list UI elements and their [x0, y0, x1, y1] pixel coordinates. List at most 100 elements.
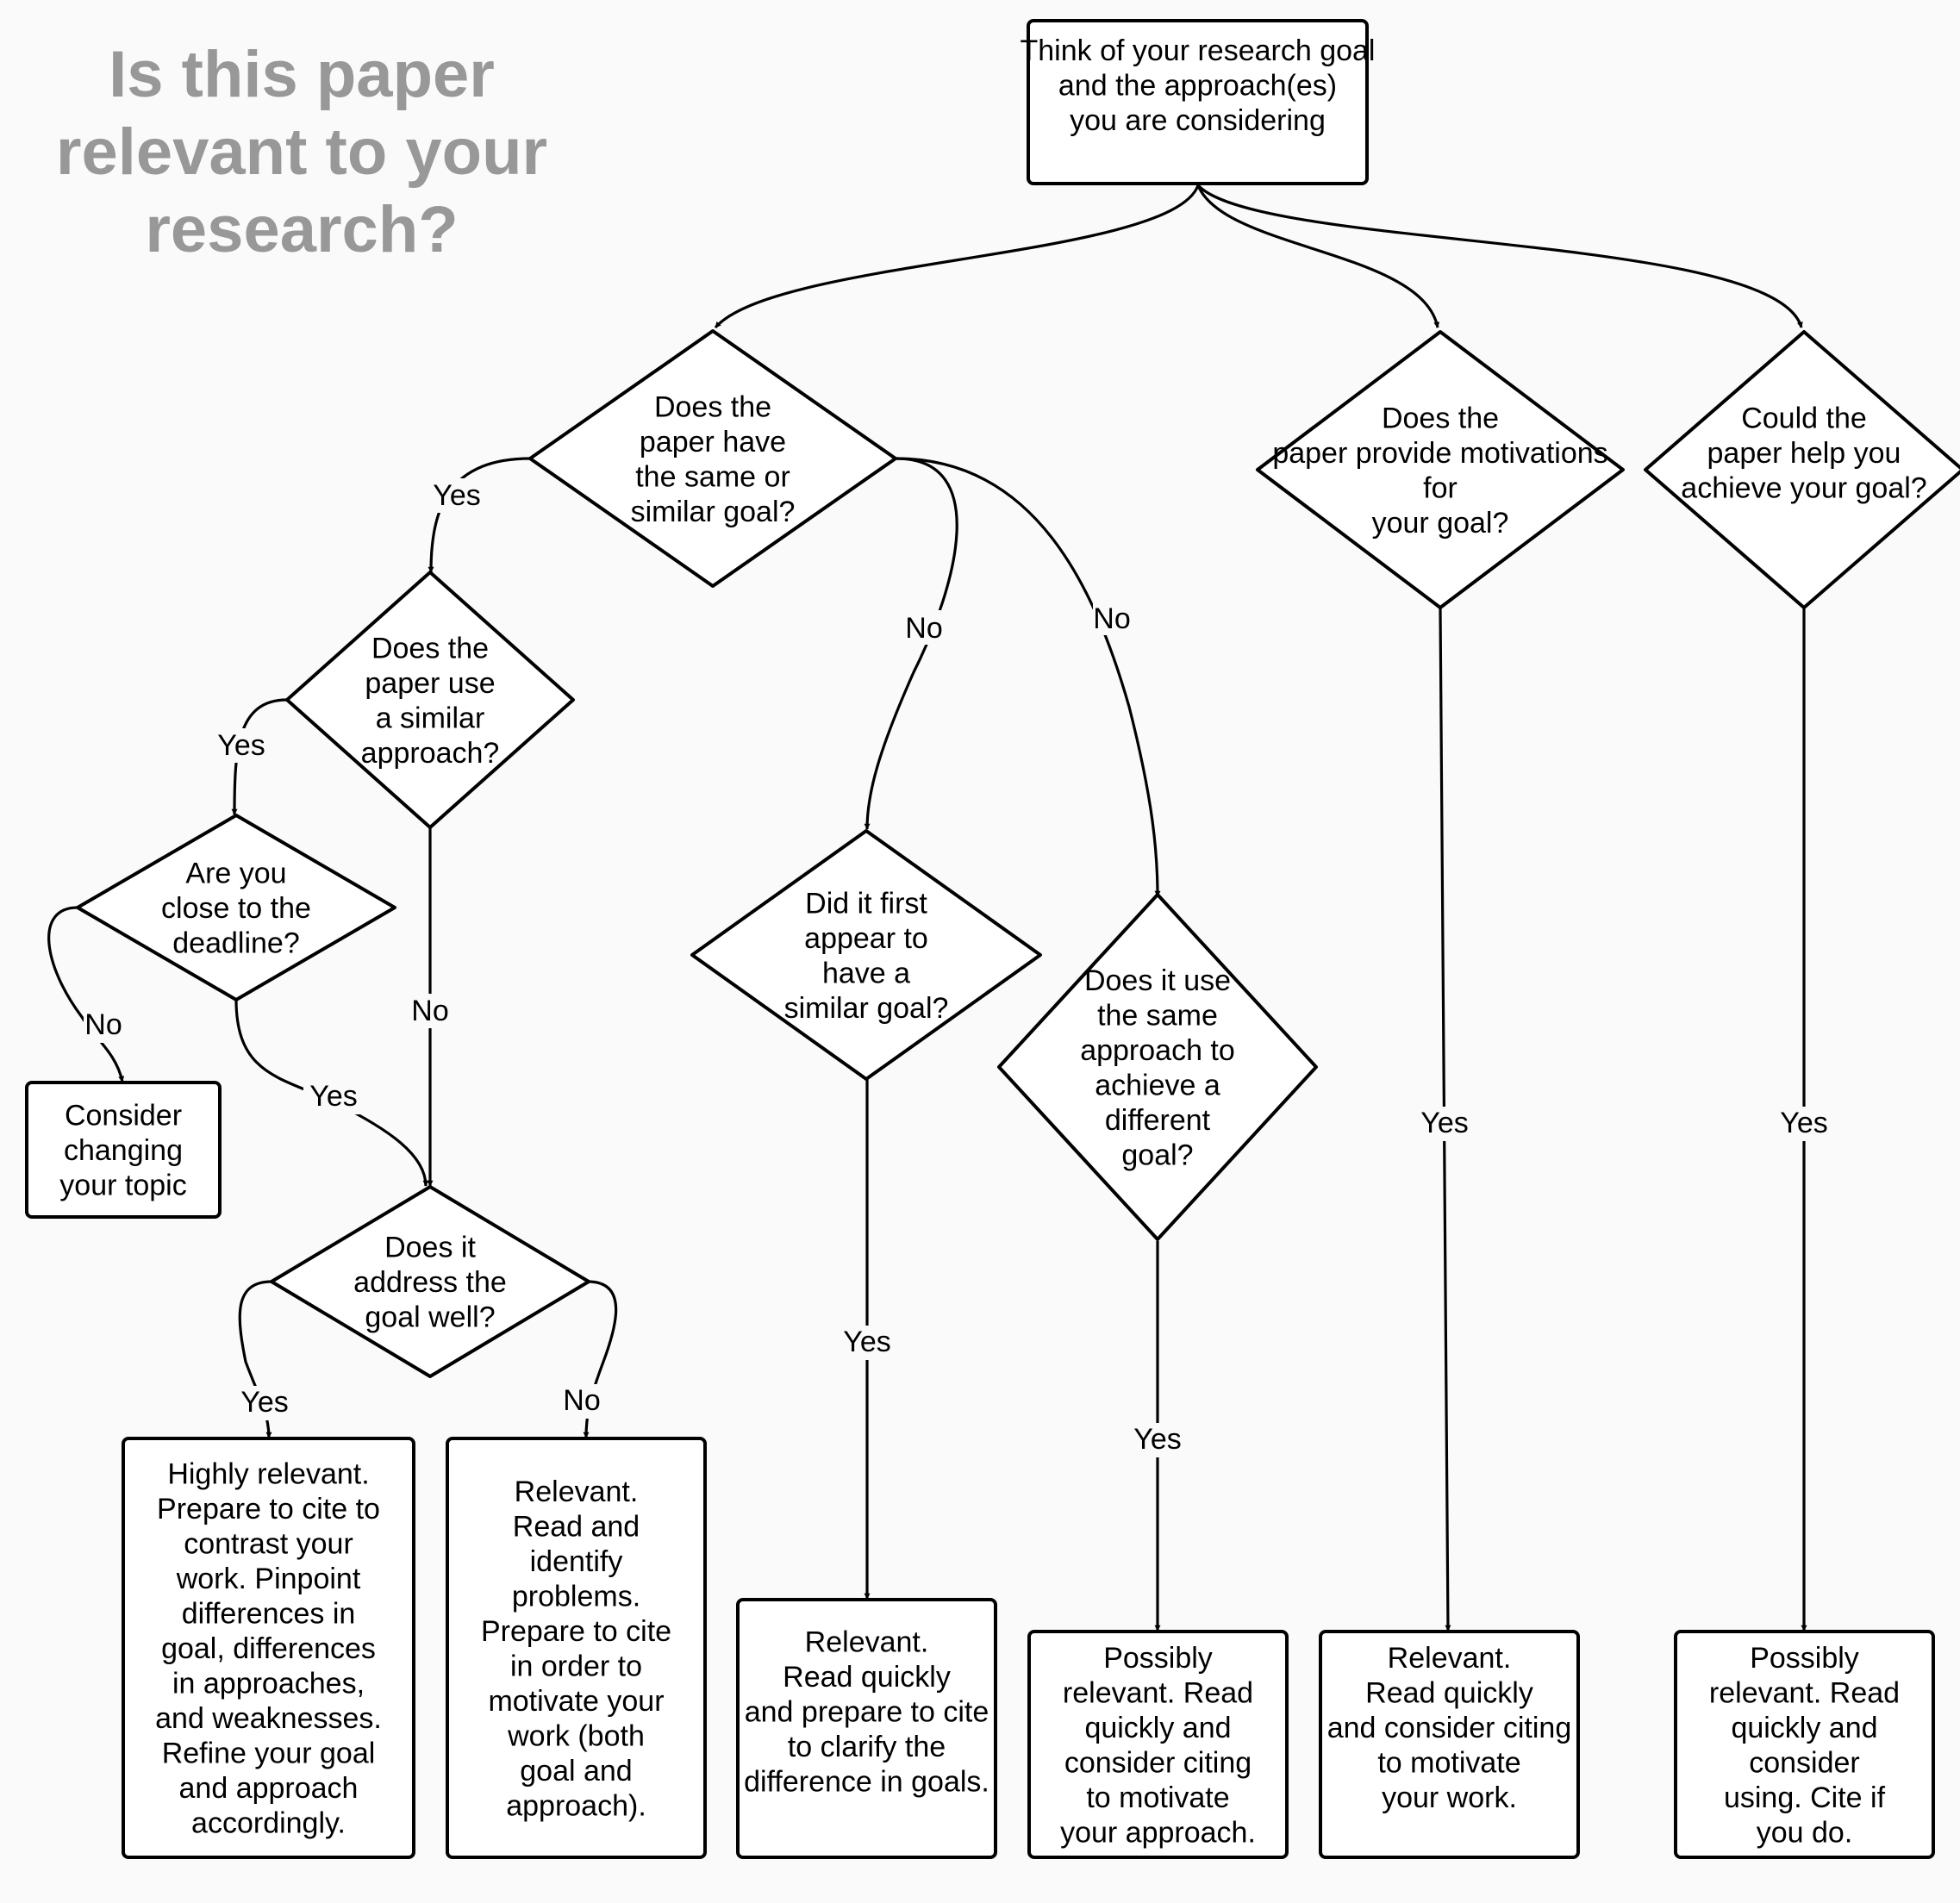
decision-motivations-line: for — [1423, 471, 1458, 504]
decision-same-approach-different-goal-line: goal? — [1121, 1139, 1193, 1171]
result-possibly-using-line: Possibly — [1750, 1642, 1859, 1675]
result-relevant-motivate-work-line: and consider citing — [1327, 1712, 1572, 1744]
decision-first-appear-line: Did it first — [805, 887, 927, 920]
result-relevant-clarify-shape — [736, 1598, 997, 1859]
result-possibly-using-line: consider — [1749, 1746, 1860, 1779]
result-change-topic-line: Consider — [65, 1100, 182, 1132]
decision-address-goal-line: goal well? — [365, 1301, 495, 1334]
result-relevant-identify-line: goal and — [520, 1755, 632, 1788]
result-highly-relevant-line: Prepare to cite to — [157, 1493, 380, 1526]
decision-same-approach-different-goal-line: approach to — [1080, 1034, 1235, 1067]
decision-motivations-line: your goal? — [1372, 507, 1509, 540]
decision-same-goal-shape — [528, 329, 897, 588]
result-possibly-motivate-approach-line: consider citing — [1064, 1746, 1252, 1779]
label-no-address: No — [563, 1384, 600, 1417]
decision-deadline-line: Are you — [185, 858, 286, 890]
decision-address-goal-shape — [270, 1185, 590, 1378]
result-relevant-identify-line: Prepare to cite — [481, 1615, 671, 1648]
result-relevant-identify-line: motivate your — [488, 1685, 664, 1718]
result-possibly-motivate-approach-line: your approach. — [1060, 1816, 1256, 1849]
decision-same-goal-line: similar goal? — [631, 496, 796, 528]
result-highly-relevant-line: differences in — [182, 1598, 356, 1631]
decision-first-appear-line: appear to — [804, 922, 928, 955]
result-relevant-identify-line: problems. — [512, 1580, 640, 1613]
result-highly-relevant-line: and weaknesses. — [155, 1702, 382, 1735]
result-relevant-identify-line: approach). — [506, 1789, 646, 1822]
decision-similar-approach-line: paper use — [365, 667, 495, 700]
result-possibly-using-line: you do. — [1757, 1816, 1853, 1849]
result-relevant-clarify-line: Relevant. — [805, 1625, 929, 1658]
edge-deadline-no — [47, 906, 125, 1083]
result-change-topic-line: your topic — [59, 1170, 186, 1202]
result-possibly-motivate-approach-line: Possibly — [1103, 1642, 1213, 1675]
decision-help-achieve-shape — [1644, 330, 1960, 609]
label-yes-same-approach: Yes — [1133, 1423, 1181, 1456]
decision-same-approach-different-goal-line: achieve a — [1095, 1069, 1220, 1101]
label-no-similar-approach: No — [411, 995, 448, 1027]
result-possibly-motivate-approach-line: quickly and — [1084, 1712, 1231, 1744]
result-possibly-using-line: relevant. Read — [1709, 1676, 1900, 1709]
result-highly-relevant-line: Refine your goal — [162, 1738, 376, 1770]
result-relevant-identify-line: identify — [530, 1545, 623, 1578]
result-highly-relevant-line: accordingly. — [191, 1807, 346, 1840]
result-possibly-using-shape — [1674, 1630, 1935, 1859]
result-highly-relevant-line: Highly relevant. — [167, 1458, 369, 1491]
result-highly-relevant-line: work. Pinpoint — [176, 1563, 361, 1595]
decision-similar-approach-shape — [285, 571, 575, 829]
result-relevant-identify-line: Relevant. — [515, 1476, 639, 1508]
result-highly-relevant-line: in approaches, — [172, 1668, 365, 1700]
decision-motivations-shape — [1256, 330, 1625, 609]
edge-labels: Yes No No Yes No No Yes Yes No Yes Yes Y… — [84, 478, 1834, 1457]
label-yes-address: Yes — [240, 1386, 288, 1419]
decision-same-approach-different-goal-shape — [997, 893, 1318, 1241]
result-relevant-identify-line: work (both — [507, 1719, 645, 1752]
decision-first-appear-line: have a — [822, 957, 910, 989]
start-box-line: and the approach(es) — [1058, 69, 1337, 102]
label-yes-same-goal: Yes — [433, 479, 480, 512]
decision-same-goal-line: paper have — [640, 426, 786, 459]
decision-help-achieve-line: Could the — [1741, 402, 1867, 434]
label-yes-first-appear: Yes — [843, 1326, 890, 1358]
result-highly-relevant-line: and approach — [179, 1772, 359, 1805]
decision-same-approach-different-goal-line: Does it use — [1084, 964, 1231, 997]
result-possibly-using-line: quickly and — [1731, 1712, 1877, 1744]
start-box-line: you are considering — [1070, 104, 1326, 137]
result-relevant-motivate-work-line: your work. — [1382, 1781, 1517, 1814]
edge-same-goal-no-1 — [864, 457, 958, 830]
result-possibly-motivate-approach-line: relevant. Read — [1063, 1676, 1253, 1709]
result-change-topic-line: changing — [64, 1134, 183, 1167]
decision-similar-approach-line: Does the — [371, 632, 489, 664]
result-possibly-using-line: using. Cite if — [1724, 1781, 1886, 1814]
decision-help-achieve-line: achieve your goal? — [1681, 471, 1926, 504]
result-relevant-identify-line: Read and — [513, 1510, 640, 1543]
start-box-shape — [1027, 19, 1369, 185]
label-no-deadline: No — [84, 1008, 122, 1041]
decision-deadline-shape — [76, 814, 396, 1001]
result-relevant-clarify-line: difference in goals. — [744, 1765, 989, 1798]
result-relevant-motivate-work-line: Relevant. — [1388, 1642, 1512, 1675]
result-possibly-motivate-approach-line: to motivate — [1086, 1781, 1229, 1814]
decision-motivations-line: paper provide motivations — [1272, 437, 1607, 470]
label-yes-similar-approach: Yes — [217, 729, 265, 762]
result-possibly-motivate-approach-shape — [1027, 1630, 1289, 1859]
decision-first-appear-line: similar goal? — [784, 992, 949, 1025]
decision-same-approach-different-goal-line: different — [1105, 1104, 1211, 1137]
result-relevant-motivate-work-line: Read quickly — [1365, 1676, 1533, 1709]
label-no-first-appear: No — [905, 612, 942, 645]
decision-similar-approach-line: a similar — [376, 702, 485, 734]
decision-same-goal-line: Does the — [654, 390, 771, 423]
page-title: Is this paper relevant to your research? — [55, 38, 548, 266]
